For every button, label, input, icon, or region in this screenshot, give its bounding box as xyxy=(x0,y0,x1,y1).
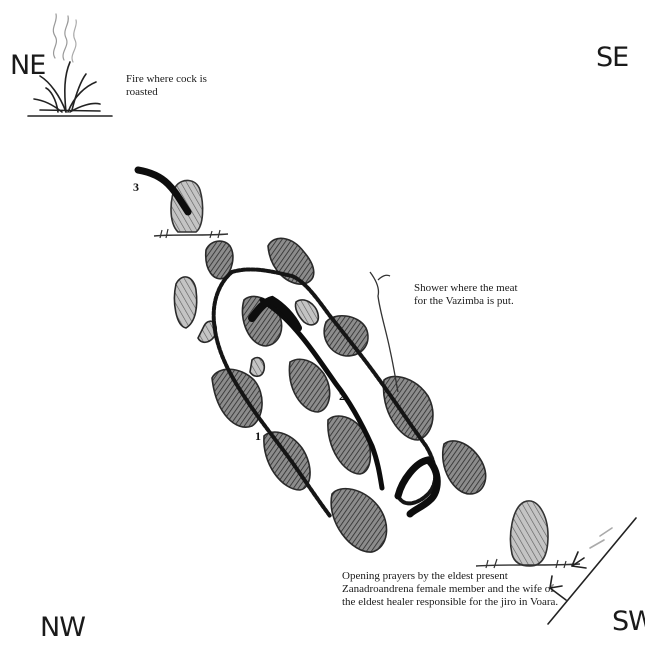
marker-two: 2 xyxy=(339,389,345,404)
compass-nw-label: NW xyxy=(40,612,85,643)
prayers-note: Opening prayers by the eldest present Za… xyxy=(342,570,562,609)
shower-note: Shower where the meat for the Vazimba is… xyxy=(414,282,520,308)
marker-three: 3 xyxy=(133,180,139,195)
marker-one: 1 xyxy=(255,429,261,444)
compass-ne-label: NE xyxy=(10,50,45,81)
fire-note: Fire where cock is roasted xyxy=(126,73,236,99)
standing-stone-sw xyxy=(476,501,580,568)
compass-se-label: SE xyxy=(596,42,628,73)
compass-sw-label: SW xyxy=(612,606,645,637)
standing-stone-three xyxy=(138,170,228,238)
